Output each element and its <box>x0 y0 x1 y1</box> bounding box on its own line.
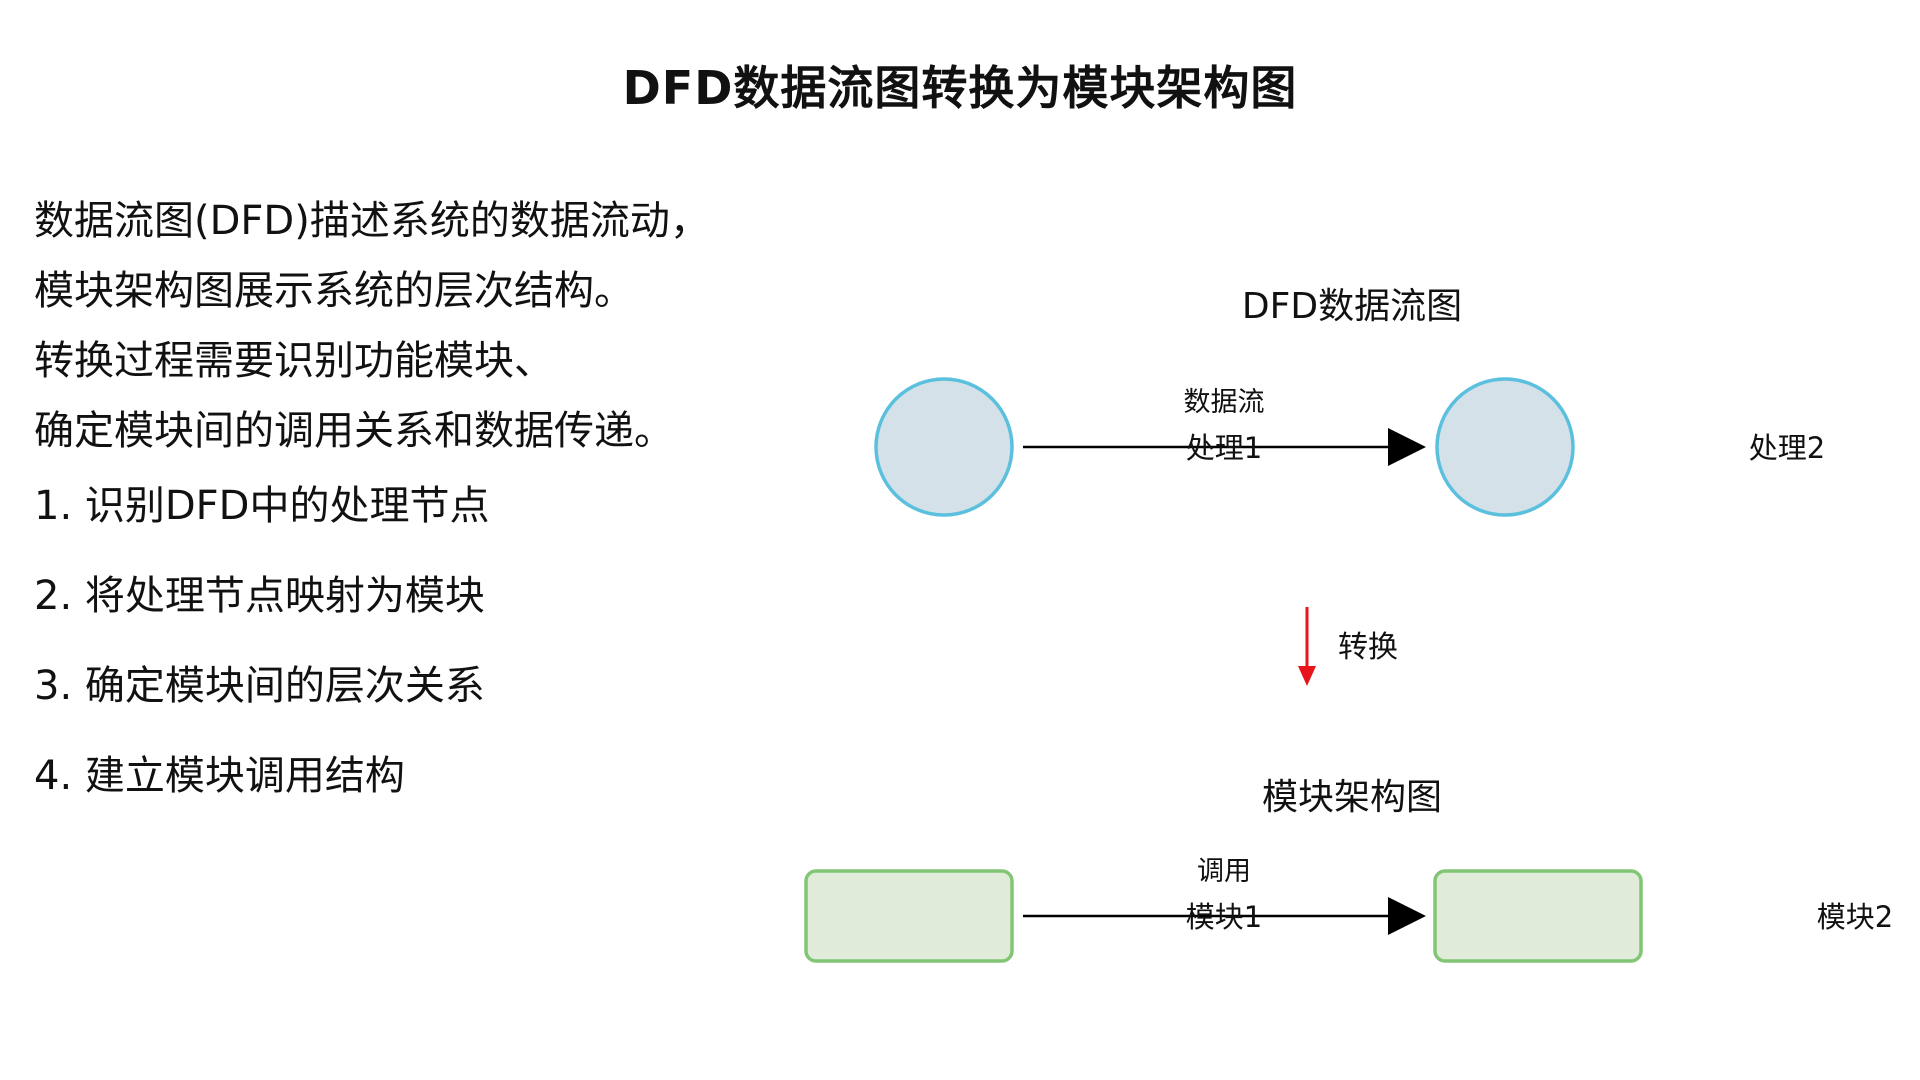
step-item: 2. 将处理节点映射为模块 <box>34 573 485 619</box>
step-item: 3. 确定模块间的层次关系 <box>34 663 485 709</box>
module-node-1 <box>804 869 1014 963</box>
dfd-node1-label: 处理1 <box>1186 431 1262 465</box>
module-heading: 模块架构图 <box>1262 777 1442 818</box>
module-call-arrowhead <box>1388 897 1426 935</box>
intro-line: 模块架构图展示系统的层次结构。 <box>34 268 634 314</box>
module-edge-label: 调用 <box>1197 856 1251 887</box>
intro-line: 数据流图(DFD)描述系统的数据流动， <box>34 198 710 244</box>
intro-paragraph: 数据流图(DFD)描述系统的数据流动， 模块架构图展示系统的层次结构。 转换过程… <box>34 186 710 466</box>
dfd-edge-label: 数据流 <box>1184 387 1265 418</box>
transform-arrowhead <box>1298 666 1316 686</box>
dfd-flow-arrowhead <box>1388 428 1426 466</box>
module-node1-label: 模块1 <box>1186 900 1262 934</box>
module-node2-label: 模块2 <box>1817 900 1893 934</box>
dfd-node2-label: 处理2 <box>1749 431 1825 465</box>
intro-line: 确定模块间的调用关系和数据传递。 <box>34 408 674 454</box>
transform-label: 转换 <box>1338 630 1398 665</box>
step-item: 1. 识别DFD中的处理节点 <box>34 483 490 529</box>
dfd-process-node-2 <box>1435 377 1575 517</box>
step-item: 4. 建立模块调用结构 <box>34 753 405 799</box>
page-title: DFD数据流图转换为模块架构图 <box>622 61 1298 115</box>
dfd-heading: DFD数据流图 <box>1242 286 1462 327</box>
module-node-2 <box>1433 869 1643 963</box>
dfd-process-node-1 <box>874 377 1014 517</box>
steps-list: 1. 识别DFD中的处理节点 2. 将处理节点映射为模块 3. 确定模块间的层次… <box>34 481 490 841</box>
intro-line: 转换过程需要识别功能模块、 <box>34 338 554 384</box>
